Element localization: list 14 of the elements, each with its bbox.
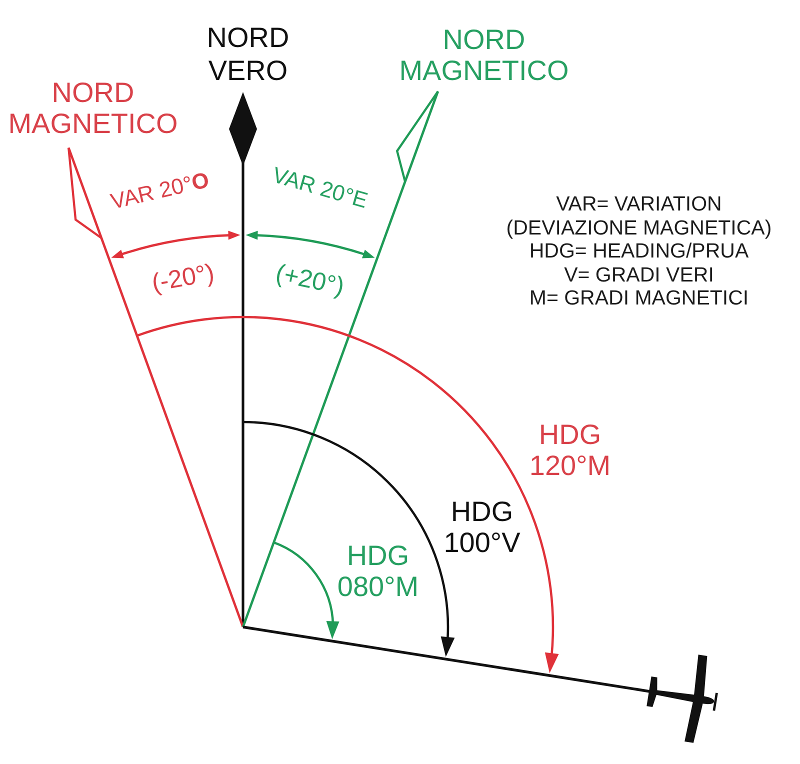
key-text: V= GRADI VERI [564, 262, 714, 286]
heading-label: HDG 100°V [442, 496, 522, 558]
magnetic-north-label: NORD MAGNETICO [7, 77, 179, 139]
variation-value: (-20°) [149, 258, 217, 298]
key-text: M= GRADI MAGNETICI [529, 286, 749, 310]
key-text: VAR= VARIATION (DEVIAZIONE MAGNETICA) [505, 193, 773, 240]
heading-label: HDG 080°M [336, 540, 420, 602]
variation-value: (+20°) [273, 258, 347, 302]
key-text: HDG= HEADING/PRUA [529, 240, 749, 263]
heading-label: HDG 120°M [528, 419, 612, 481]
magnetic-north-label: NORD MAGNETICO [398, 24, 570, 86]
variation-label: VAR 20°O [108, 166, 212, 216]
variation-label: VAR 20°E [269, 161, 371, 215]
true-north-label: NORD VERO [206, 21, 290, 87]
